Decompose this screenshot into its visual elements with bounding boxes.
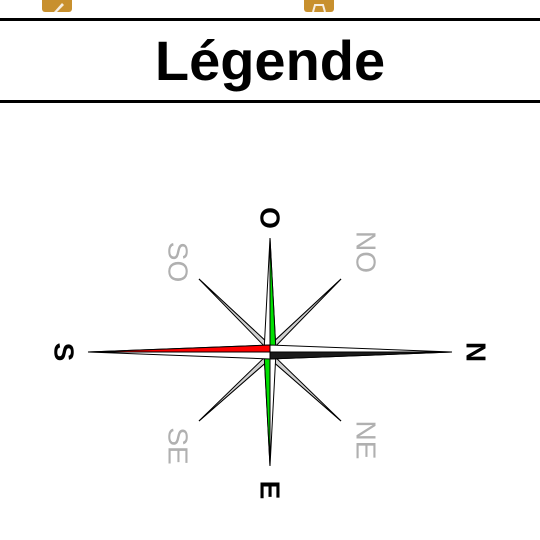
needle-southwest-shade [199,279,270,352]
label-south: S [49,343,80,362]
label-northwest: NO [351,231,382,273]
needle-east-fill [264,352,270,466]
label-west: O [255,207,286,229]
label-north: N [461,342,492,362]
label-northeast: NE [351,421,382,460]
label-east: E [255,481,286,500]
needle-southeast-shade [199,352,270,421]
needle-north-fill [270,352,452,359]
needle-west-fill [270,238,276,352]
needle-south-fill [88,345,270,352]
label-southwest: SO [163,242,194,282]
label-southeast: SE [163,427,194,464]
needle-northeast-shade [270,352,341,421]
north-south-needles [88,345,452,359]
needle-northwest-shade [270,279,341,352]
